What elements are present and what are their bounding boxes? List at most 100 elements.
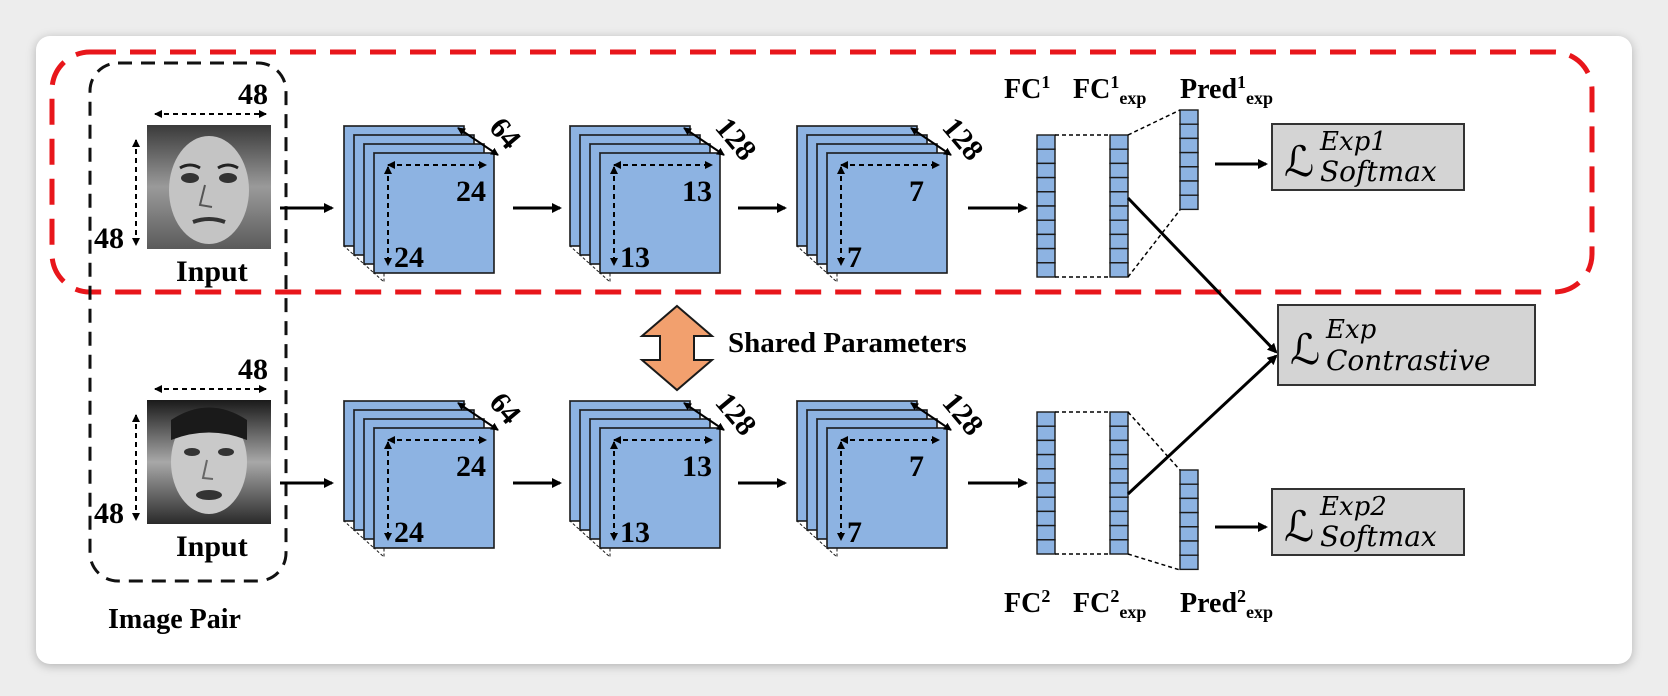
fc2-exp-label: FC2exp [1073,586,1146,622]
svg-text:ℒ: ℒ [1284,502,1314,551]
fc-cell [1109,482,1129,498]
fc-cell [1179,109,1199,125]
fc-cell [1179,526,1199,542]
fc-cell [1109,247,1129,264]
fc-cell [1036,219,1056,236]
fc-cell [1109,439,1129,456]
fc-cell [1179,497,1199,514]
conv-spatial-label-right: 24 [456,450,486,483]
fc-cell [1179,123,1199,140]
fc-cell [1036,247,1056,264]
fc-cell [1109,148,1129,165]
svg-text:Exp: Exp [1325,315,1377,345]
fc1-exp-label: FC1exp [1073,72,1146,108]
loss-softmax1: ℒ Exp1 Softmax [1271,123,1465,191]
fc-cell [1036,453,1056,470]
conv-spatial-label-bottom: 24 [394,516,424,549]
conv-slice [373,152,495,274]
fc-cell [1109,539,1129,555]
conv-spatial-label-bottom: 13 [620,516,650,549]
fc-cell [1109,524,1129,541]
conv-channel-arrow [457,402,499,431]
fc-cell [1109,191,1129,207]
fc-cell [1036,482,1056,498]
fc-cell [1109,162,1129,179]
fc-cell [1036,510,1056,527]
fc-cell [1179,483,1199,500]
fc-cell [1109,134,1129,150]
fc-cell [1109,262,1129,278]
fc-cell [1109,510,1129,527]
fc1-label: FC1 [1004,72,1050,105]
conv-channel-arrow [683,402,725,431]
fc-cell [1036,425,1056,442]
conv-slice [599,427,721,549]
to-contrastive-arrow-top [1126,196,1278,354]
fc-cell [1179,194,1199,211]
input-width-label-bottom: 48 [238,353,268,386]
conv-channel-arrow [910,402,952,431]
fc2-label: FC2 [1004,586,1050,619]
svg-text:Exp2: Exp2 [1319,492,1387,522]
fc-cell [1036,191,1056,207]
fc2-exp-column [1109,411,1129,555]
fc-cell [1036,176,1056,193]
fc-cell [1109,425,1129,442]
fc-cell [1036,496,1056,513]
input-height-label-top: 48 [94,222,124,255]
pred1-exp-label: Pred1exp [1180,72,1273,108]
fc-cell [1036,439,1056,456]
fc-cell [1109,233,1129,250]
conv-channel-arrow [457,127,499,156]
fc-cell [1179,137,1199,154]
fc-cell [1109,411,1129,427]
input-width-label-top: 48 [238,78,268,111]
fc-layers [1036,109,1199,571]
fc-cell [1036,205,1056,221]
fc2-column [1036,411,1056,555]
conv-spatial-label-right: 24 [456,175,486,208]
svg-text:Softmax: Softmax [1320,155,1437,188]
input-image-bottom [147,400,271,524]
shared-parameters-label: Shared Parameters [728,327,967,359]
svg-text:Softmax: Softmax [1320,520,1437,553]
fc-cell [1109,219,1129,236]
conv-spatial-label-right: 7 [909,450,924,483]
conv-spatial-label-bottom: 7 [847,516,862,549]
fc-cell [1179,540,1199,556]
fc-cell [1179,180,1199,196]
pred2-exp-label: Pred2exp [1180,586,1273,622]
fc-cell [1036,233,1056,250]
fc-cell [1109,496,1129,513]
input-image-top [147,125,271,249]
pred1-connector-bottom [1127,209,1181,278]
pred1-exp-column [1179,109,1199,211]
fc-cell [1109,468,1129,484]
fc-cell [1036,539,1056,555]
to-contrastive-arrow-bottom [1126,354,1278,496]
svg-text:ℒ: ℒ [1284,137,1314,186]
image-pair-label: Image Pair [108,604,241,635]
pred2-connector-top [1127,411,1181,471]
conv-spatial-label-right: 7 [909,175,924,208]
fc-cell [1036,262,1056,278]
input-label-bottom: Input [176,530,248,563]
conv-spatial-label-bottom: 13 [620,241,650,274]
input-label-top: Input [176,255,248,288]
loss-softmax2: ℒ Exp2 Softmax [1271,488,1465,556]
pred2-exp-column [1179,469,1199,571]
image-pair-group [88,61,288,583]
shared-parameters-arrow [639,304,715,392]
fc-cell [1179,166,1199,182]
conv-spatial-label-right: 13 [682,450,712,483]
fc-cell [1109,176,1129,193]
fc-cell [1179,554,1199,571]
conv-slice [373,427,495,549]
pred1-connector-top [1127,109,1181,136]
